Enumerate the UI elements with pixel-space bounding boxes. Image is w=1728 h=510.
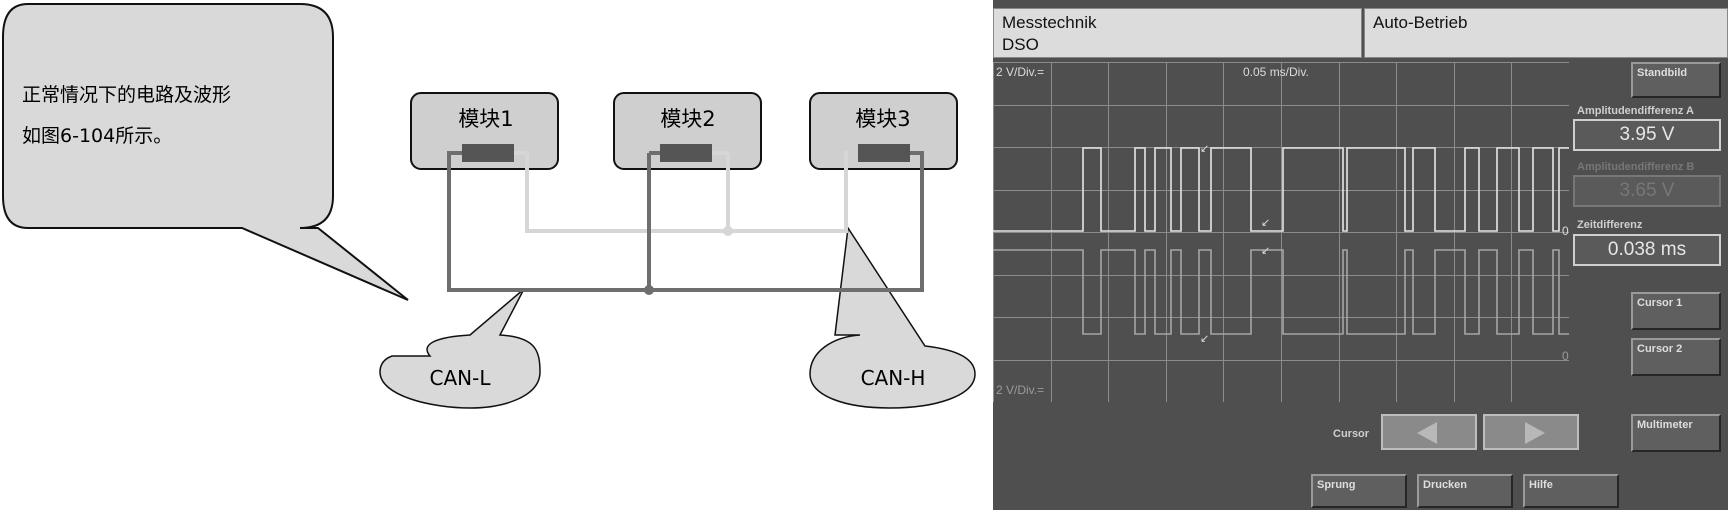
cursor-marker-icon: ↙ (1200, 143, 1209, 155)
amplitude-a-label: Amplitudendifferenz A (1577, 105, 1694, 117)
transceiver-2 (660, 144, 712, 162)
amplitude-b-label: Amplitudendifferenz B (1577, 161, 1695, 173)
amplitude-a-value: 3.95 V (1573, 119, 1721, 151)
can-l-bubble (379, 288, 541, 409)
zero-marker-ch2: 0 (1562, 349, 1569, 363)
drucken-button[interactable]: Drucken (1417, 474, 1513, 508)
time-difference-value: 0.038 ms (1573, 234, 1721, 266)
module-box-2 (613, 92, 762, 170)
channel1-scale: 2 V/Div.= (996, 65, 1044, 79)
can-l-wire (447, 151, 924, 292)
header-mode: Messtechnik DSO (993, 8, 1362, 58)
header-auto-mode: Auto-Betrieb (1373, 13, 1468, 32)
callout-bubble (1, 3, 409, 301)
arrow-left-icon (1417, 422, 1437, 444)
waveform-can-h (993, 147, 1569, 232)
cursor-marker-icon: ↙ (1200, 333, 1209, 345)
sprung-button[interactable]: Sprung (1311, 474, 1407, 508)
timebase-label: 0.05 ms/Div. (1243, 65, 1309, 79)
header-title: Messtechnik (1002, 13, 1097, 32)
waveform-can-l (993, 249, 1569, 335)
can-l-label: CAN-L (430, 366, 492, 390)
can-h-label: CAN-H (861, 366, 926, 390)
channel2-scale: 2 V/Div.= (996, 383, 1044, 397)
zero-marker-ch1: 0 (1562, 224, 1569, 238)
amplitude-b-value: 3.65 V (1573, 175, 1721, 207)
module-label-1: 模块1 (458, 107, 513, 131)
multimeter-button[interactable]: Multimeter (1631, 414, 1721, 452)
arrow-right-icon (1525, 422, 1545, 444)
scope-grid (993, 62, 1569, 402)
can-bus-diagram: 正常情况下的电路及波形 如图6-104所示。 模块1 模块2 模块3 CAN-L… (1, 3, 976, 409)
cursor-marker-icon: ↙ (1261, 217, 1270, 229)
cursor-left-button[interactable] (1381, 414, 1477, 450)
module-box-3 (809, 92, 958, 170)
module-label-3: 模块3 (855, 107, 910, 131)
cursor-label: Cursor (1333, 428, 1370, 440)
cursor1-button[interactable]: Cursor 1 (1631, 292, 1721, 330)
oscilloscope-display: 2 V/Div.= 0.05 ms/Div. 2 V/Div.= 0 0 ↙ ↙… (993, 62, 1569, 402)
header-status: Auto-Betrieb (1364, 8, 1728, 58)
transceiver-1 (462, 144, 514, 162)
time-difference-label: Zeitdifferenz (1577, 219, 1643, 231)
cursor-marker-icon: ↙ (1261, 245, 1270, 257)
can-h-bubble (809, 225, 976, 409)
standbild-button[interactable]: Standbild (1631, 62, 1721, 98)
module-box-1 (410, 92, 559, 170)
cursor2-button[interactable]: Cursor 2 (1631, 338, 1721, 376)
callout-text-line1: 正常情况下的电路及波形 (22, 84, 231, 106)
callout-text-line2: 如图6-104所示。 (22, 125, 172, 147)
hilfe-button[interactable]: Hilfe (1523, 474, 1619, 508)
dso-screen: Messtechnik DSO Auto-Betrieb 2 V/Div.= 0… (993, 0, 1728, 510)
can-h-wire (514, 151, 848, 233)
cursor-right-button[interactable] (1483, 414, 1579, 450)
header-subtitle: DSO (1002, 35, 1039, 54)
module-label-2: 模块2 (660, 107, 715, 131)
transceiver-3 (858, 144, 910, 162)
